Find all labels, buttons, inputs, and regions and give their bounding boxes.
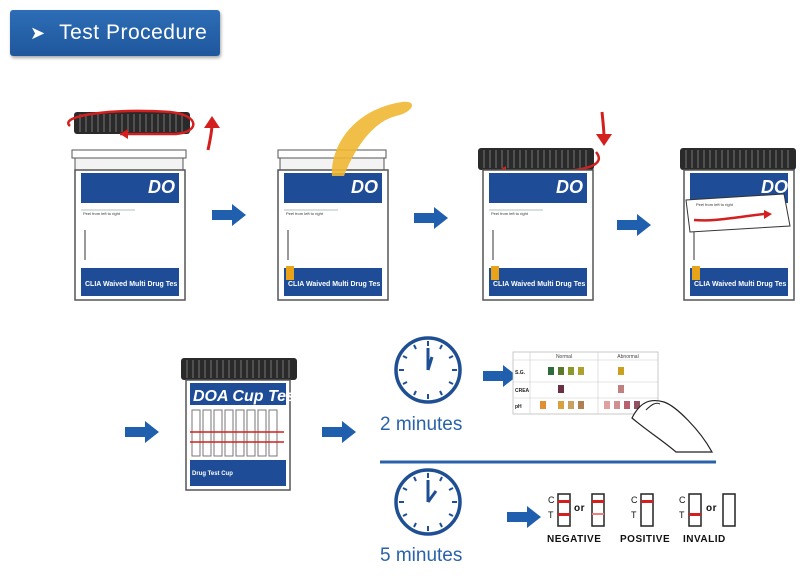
flow-arrow [414,207,448,229]
result-label-negative: NEGATIVE [547,534,602,545]
chart-row-label: CREA [515,388,530,394]
cup-brand-text: DO [351,177,378,197]
control-letter: C [548,495,555,505]
chart-row-label: S.G. [515,370,526,376]
timer-label-2min: 2 minutes [380,414,463,435]
cup-peel-text: Peel from left to right [491,211,529,216]
cup-banner-text: CLIA Waived Multi Drug Tes [85,281,177,288]
step4-peel-label: DO CLIA Waived Multi Drug Tes Peel from … [679,147,797,301]
clock-icon [394,336,462,404]
step5-result-cup: DOA Cup Tes Drug Test Cup [180,357,298,491]
flow-arrow [507,506,541,528]
control-letter: C [679,495,686,505]
chart-header-normal: Normal [556,354,572,360]
control-letter: C [631,495,638,505]
result-strips [557,493,736,527]
cup-brand-text: DO [148,177,175,197]
cup-peel-text: Peel from left to right [286,211,324,216]
flow-arrow [125,421,159,443]
flow-arrow [212,204,246,226]
test-letter: T [679,510,685,520]
cup-cap [73,111,191,135]
flow-arrow [617,214,651,236]
timer-label-5min: 5 minutes [380,545,463,566]
peel-label [685,193,791,233]
chart-row-label: pH [515,404,522,410]
step1-remove-cap: DO CLIA Waived Multi Drug Tes Peel from … [67,109,220,301]
section-title: Test Procedure [59,21,208,44]
cup-brand-text: DO [556,177,583,197]
chevron-right-icon: ➤ [30,22,46,43]
hand-icon [631,399,714,453]
color-swatches [540,367,640,409]
cup-brand-text: DOA Cup Tes [193,388,295,405]
or-word: or [706,503,717,514]
twist-arrow [67,109,195,136]
cup-brand-text: DO [761,177,788,197]
test-letter: T [548,510,554,520]
cup-result-text: Drug Test Cup [192,471,233,477]
clock-icon [394,468,462,536]
cup-banner-text: CLIA Waived Multi Drug Tes [288,281,380,288]
adulterant-chart: Normal Abnormal S.G. CREA pH [512,351,714,453]
cup-banner-text: CLIA Waived Multi Drug Tes [493,281,585,288]
urine-stream [331,101,413,176]
cup-cap [180,357,298,381]
test-letter: T [631,510,637,520]
test-strips [191,409,278,457]
flow-arrow [483,365,517,387]
section-header: ➤ Test Procedure [10,10,220,56]
or-word: or [574,503,585,514]
cup-cap [679,147,797,171]
step3-replace-cap: DO CLIA Waived Multi Drug Tes Peel from … [477,111,612,301]
flow-arrow [322,421,356,443]
result-label-invalid: INVALID [683,534,726,545]
result-label-positive: POSITIVE [620,534,671,545]
cup-peel-text: Peel from left to right [83,211,121,216]
chart-header-abnormal: Abnormal [617,354,638,360]
cup-peel-text: Peel from left to right [696,202,734,207]
cup-cap [477,147,595,171]
cup-banner-text: CLIA Waived Multi Drug Tes [694,281,786,288]
step2-collect-urine: DO CLIA Waived Multi Drug Tes Peel from … [277,101,413,301]
